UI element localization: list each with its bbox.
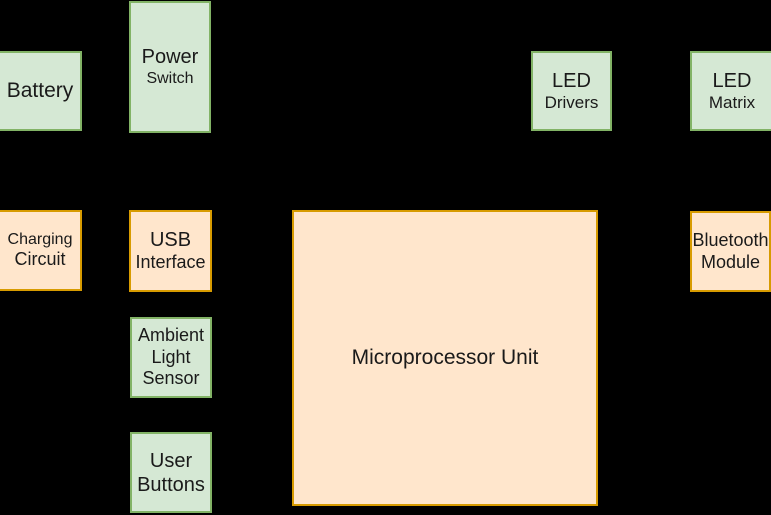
node-usb-interface-label: USB [149,229,192,252]
node-power-switch-label: Switch [146,70,194,88]
node-user-buttons-label: User [149,449,193,472]
node-power-switch-label: Power [141,46,199,69]
node-battery[interactable]: Battery [0,51,82,131]
node-usb-interface-label: Interface [135,252,206,273]
node-led-drivers-label: Drivers [544,92,599,112]
node-led-drivers-label: LED [552,69,591,92]
node-ambient-light-sensor[interactable]: Ambient Light Sensor [130,317,212,398]
node-led-matrix[interactable]: LED Matrix [690,51,771,131]
node-charging-circuit-label: Charging [7,231,73,249]
node-charging-circuit-label: Circuit [14,249,66,270]
node-usb-interface[interactable]: USB Interface [129,210,212,292]
node-user-buttons-label: Buttons [137,473,205,496]
node-ambient-light-sensor-label: Ambient [137,325,205,346]
node-user-buttons[interactable]: User Buttons [130,432,212,513]
node-power-switch[interactable]: Power Switch [129,1,211,133]
node-ambient-light-sensor-label: Light [151,346,191,367]
node-led-matrix-label: Matrix [708,92,756,112]
node-microprocessor-unit[interactable]: Microprocessor Unit [292,210,598,506]
node-led-matrix-label: LED [712,69,752,92]
node-bluetooth-module-label: Module [700,251,761,272]
node-led-drivers[interactable]: LED Drivers [531,51,612,131]
node-microprocessor-unit-label: Microprocessor Unit [351,346,539,370]
node-bluetooth-module-label: Bluetooth [692,229,769,250]
node-battery-label: Battery [6,79,74,103]
node-bluetooth-module[interactable]: Bluetooth Module [690,211,771,292]
node-ambient-light-sensor-label: Sensor [142,368,200,389]
node-charging-circuit[interactable]: Charging Circuit [0,210,82,291]
